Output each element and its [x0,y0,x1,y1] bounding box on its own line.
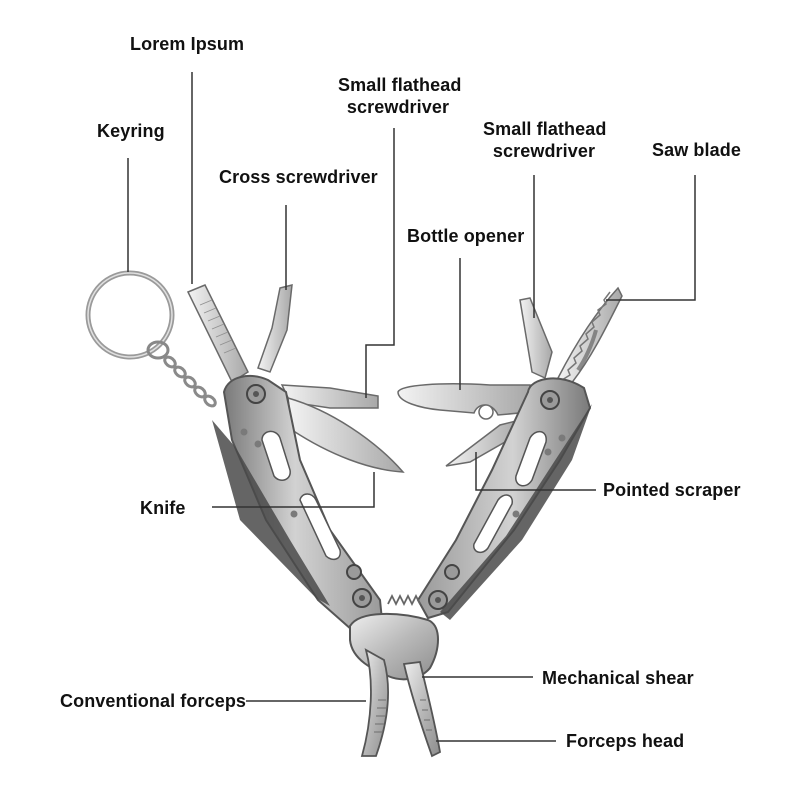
label-keyring: Keyring [97,121,165,141]
keyring [85,270,217,408]
leader-saw-blade [606,175,696,301]
left-handle [212,375,384,632]
saw-blade-tool [557,286,623,386]
label-small-flathead-left: Small flathead screwdriver [338,74,462,118]
spring [387,593,421,607]
leader-small-flathead-left [365,128,395,398]
right-handle [416,377,592,620]
label-forceps-head: Forceps head [566,731,685,751]
label-small-flathead-right-line1: Small flathead [483,119,607,139]
bottle-opener-tool [397,383,531,420]
label-cross-screwdriver: Cross screwdriver [219,167,378,187]
file-tool [186,284,249,384]
leader-pointed-scraper [475,452,596,491]
label-lorem-ipsum: Lorem Ipsum [130,34,245,54]
label-saw-blade: Saw blade [652,140,741,160]
label-small-flathead-left-line2: screwdriver [346,97,450,117]
pliers-head [349,613,442,758]
label-conventional-forceps: Conventional forceps [60,691,247,711]
label-small-flathead-left-line1: Small flathead [338,75,462,95]
label-pointed-scraper: Pointed scraper [603,480,741,500]
leader-knife [212,472,375,508]
cross-screwdriver-tool [257,284,293,373]
knife-tool [287,396,405,473]
leader-lines [127,72,696,742]
label-small-flathead-right-line2: screwdriver [492,141,596,161]
label-bottle-opener: Bottle opener [407,226,525,246]
label-small-flathead-right: Small flathead screwdriver [483,118,607,162]
label-knife: Knife [140,498,186,518]
flathead-screwdriver-right-tool [519,297,553,380]
label-mechanical-shear: Mechanical shear [542,668,694,688]
